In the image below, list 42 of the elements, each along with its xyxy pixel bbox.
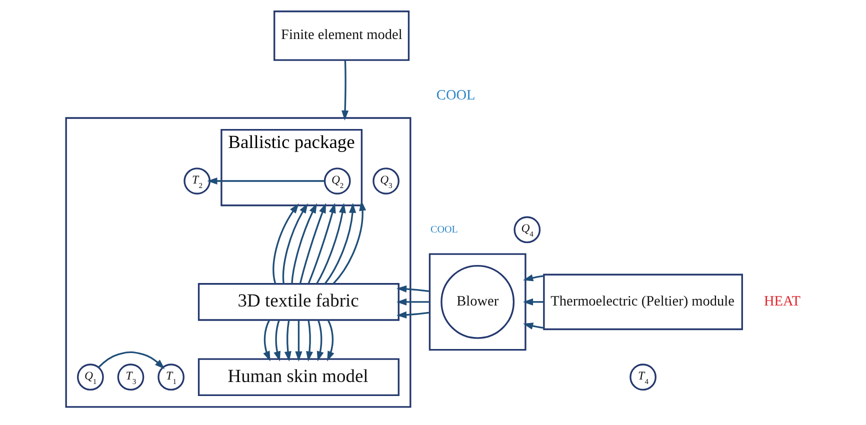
arrow (522, 298, 544, 306)
label: COOL (430, 224, 458, 236)
arrow (316, 320, 324, 362)
node-box: Thermoelectric (Peltier) module (542, 274, 742, 330)
node-circle: Q$_{1}$ (76, 364, 104, 391)
node-circle: Blower (440, 265, 514, 339)
label: HEAT (763, 293, 800, 310)
arrow (396, 285, 430, 292)
node-circle: T$_{4}$ (629, 364, 656, 391)
node-box: Finite element model (273, 10, 410, 61)
arrow (396, 298, 430, 306)
label: COOL (436, 88, 475, 104)
arrow (307, 202, 336, 284)
arrow (290, 203, 316, 284)
node-circle: Q$_{4}$ (513, 216, 540, 244)
arrow (298, 202, 326, 284)
arrow (262, 320, 270, 362)
arrow (316, 202, 346, 284)
arrow (273, 320, 280, 362)
arrow (324, 202, 356, 284)
node-box: Human skin model (197, 358, 399, 396)
arrow (341, 60, 348, 121)
arrow (294, 320, 302, 362)
arrow (97, 351, 164, 370)
node-circle: T$_{1}$ (157, 364, 184, 391)
arrow (332, 200, 366, 284)
arrow (522, 322, 544, 330)
cluster (428, 253, 526, 351)
arrow (282, 203, 308, 284)
node-circle: T$_{3}$ (116, 364, 144, 391)
arrow (272, 203, 298, 284)
node-circle: Q$_{2}$ (323, 168, 350, 194)
arrow (396, 311, 430, 318)
arrow (306, 320, 313, 362)
arrow (522, 274, 544, 282)
node-circle: Q$_{3}$ (372, 168, 399, 194)
arrow (206, 177, 324, 185)
arrow (284, 320, 291, 362)
node-box: 3D textile fabric (197, 283, 399, 321)
arrow (326, 320, 334, 362)
cluster (64, 117, 411, 408)
node-circle: T$_{2}$ (183, 168, 210, 194)
